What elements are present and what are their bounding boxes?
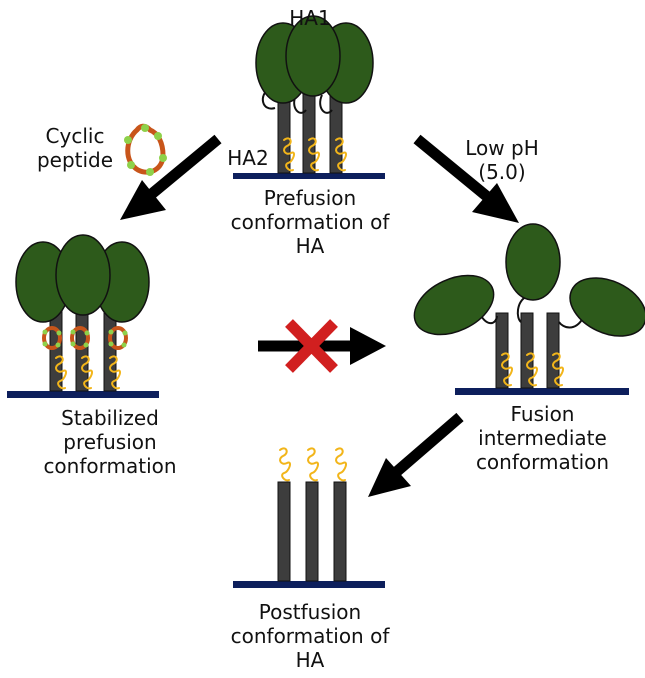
ha2-stalk	[103, 309, 117, 392]
postfusion-label: Postfusion conformation of HA	[230, 600, 390, 672]
ha1-label: HA1	[289, 6, 331, 30]
ha2-stalk	[305, 481, 319, 582]
ha1-head	[55, 234, 111, 316]
stabilized-prefusion-ha	[7, 234, 159, 398]
ha2-stalk	[49, 309, 63, 392]
ha2-stalk	[277, 481, 291, 582]
low-ph-label: Low pH (5.0)	[465, 136, 539, 184]
membrane	[7, 391, 159, 398]
ha1-head	[285, 15, 341, 97]
cyclic-peptide-label: Cyclic peptide	[36, 124, 114, 172]
ha1-head	[413, 274, 495, 336]
membrane	[455, 388, 629, 395]
prefusion-ha	[233, 15, 385, 179]
loop	[319, 94, 333, 114]
prefusion-label: Prefusion conformation of HA	[230, 186, 390, 258]
arrow-icon	[368, 412, 464, 497]
fusion-intermediate-ha	[413, 223, 645, 395]
ha2-stalk	[520, 312, 534, 389]
ha2-stalk	[75, 309, 89, 392]
ha2-stalk	[546, 312, 560, 389]
bound-cyclic-peptide	[106, 326, 130, 350]
ha2-label: HA2	[227, 146, 269, 170]
arrow-icon	[413, 134, 519, 223]
ha2-stalk	[495, 312, 509, 389]
fusion-intermediate-label: Fusion intermediate conformation	[475, 402, 610, 474]
arrow-icon	[120, 134, 222, 220]
ha1-head	[569, 277, 645, 337]
postfusion-ha	[233, 447, 385, 588]
red-x-icon	[285, 319, 338, 373]
ha1-head	[505, 223, 561, 301]
membrane	[233, 173, 385, 179]
cyclic-peptide-icon	[124, 123, 167, 176]
loop	[558, 317, 584, 329]
stabilized-label: Stabilized prefusion conformation	[43, 406, 177, 478]
ha2-stalk	[333, 481, 347, 582]
membrane	[233, 581, 385, 588]
ha2-stalk	[302, 89, 316, 174]
